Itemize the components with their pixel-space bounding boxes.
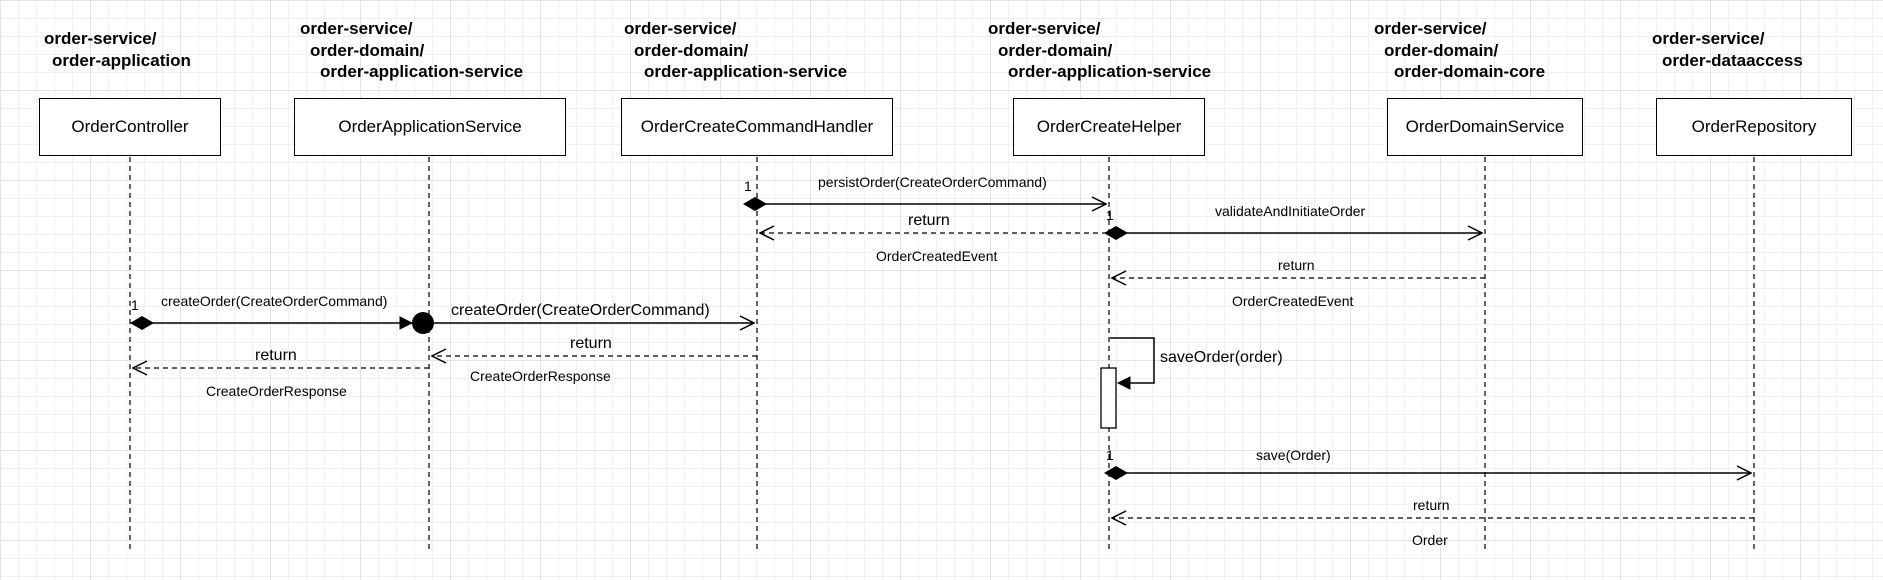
return-value-label: CreateOrderResponse — [206, 383, 347, 399]
package-line: order-application-service — [1008, 62, 1212, 81]
package-line: order-domain/ — [1384, 40, 1499, 60]
return-label: return — [1278, 257, 1315, 273]
message-persist-order: 1 persistOrder(CreateOrderCommand) — [743, 174, 1106, 211]
return-value-label: Order — [1412, 532, 1448, 548]
return-value-label: CreateOrderResponse — [470, 368, 611, 384]
participant-order-controller[interactable]: OrderController — [39, 98, 221, 156]
message-create-order-handler: createOrder(CreateOrderCommand) — [434, 302, 754, 323]
message-label: validateAndInitiateOrder — [1215, 203, 1366, 219]
message-return-from-repository: return Order — [1112, 497, 1754, 548]
message-save-order: 1 save(Order) — [1104, 447, 1751, 480]
participant-order-domain-service[interactable]: OrderDomainService — [1387, 98, 1583, 156]
message-save-order-self: saveOrder(order) — [1100, 337, 1283, 429]
message-label: persistOrder(CreateOrderCommand) — [818, 174, 1047, 190]
package-label-repository: order-service/ order-dataaccess — [1652, 28, 1803, 71]
package-label-appservice: order-service/ order-domain/ order-appli… — [300, 18, 523, 83]
activation-bar — [1100, 367, 1117, 429]
package-label-handler: order-service/ order-domain/ order-appli… — [624, 18, 847, 83]
message-return-to-controller: return CreateOrderResponse — [133, 347, 429, 399]
package-line: order-service/ — [988, 19, 1101, 38]
multiplicity-label: 1 — [1106, 447, 1114, 463]
multiplicity-label: 1 — [744, 178, 752, 194]
participant-order-application-service[interactable]: OrderApplicationService — [294, 98, 566, 156]
message-return-to-app-service: return CreateOrderResponse — [432, 335, 757, 384]
package-line: order-service/ — [44, 29, 157, 48]
participant-order-repository[interactable]: OrderRepository — [1656, 98, 1852, 156]
multiplicity-label: 1 — [131, 297, 139, 313]
package-line: order-domain/ — [998, 40, 1113, 60]
package-line: order-service/ — [1652, 29, 1765, 48]
participant-order-create-command-handler[interactable]: OrderCreateCommandHandler — [621, 98, 893, 156]
message-validate-and-initiate-order: 1 validateAndInitiateOrder — [1104, 203, 1482, 240]
package-label-helper: order-service/ order-domain/ order-appli… — [988, 18, 1211, 83]
return-value-label: OrderCreatedEvent — [1232, 293, 1354, 309]
package-line: order-application-service — [644, 62, 848, 81]
package-line: order-domain/ — [634, 40, 749, 60]
message-return-to-handler: return OrderCreatedEvent — [760, 212, 1107, 264]
return-label: return — [570, 335, 612, 352]
package-line: order-domain-core — [1394, 62, 1546, 81]
return-label: return — [1413, 497, 1450, 513]
return-label: return — [255, 347, 297, 364]
package-label-controller: order-service/ order-application — [44, 28, 191, 71]
multiplicity-label: 1 — [1106, 207, 1114, 223]
return-label: return — [908, 212, 950, 229]
participant-order-create-helper[interactable]: OrderCreateHelper — [1013, 98, 1205, 156]
message-label: createOrder(CreateOrderCommand) — [161, 293, 387, 309]
message-return-from-domain-service: return OrderCreatedEvent — [1112, 257, 1485, 309]
package-line: order-dataaccess — [1662, 50, 1803, 70]
package-line: order-service/ — [300, 19, 413, 38]
message-label: save(Order) — [1256, 447, 1331, 463]
lost-found-circle — [412, 312, 434, 334]
package-line: order-service/ — [624, 19, 737, 38]
package-line: order-application — [52, 50, 191, 70]
package-line: order-domain/ — [310, 40, 425, 60]
package-line: order-service/ — [1374, 19, 1487, 38]
package-line: order-application-service — [320, 62, 524, 81]
message-create-order-controller: 1 createOrder(CreateOrderCommand) — [130, 293, 434, 334]
return-value-label: OrderCreatedEvent — [876, 248, 998, 264]
message-label: saveOrder(order) — [1160, 349, 1283, 366]
message-label: createOrder(CreateOrderCommand) — [451, 302, 710, 319]
package-label-domainservice: order-service/ order-domain/ order-domai… — [1374, 18, 1545, 83]
